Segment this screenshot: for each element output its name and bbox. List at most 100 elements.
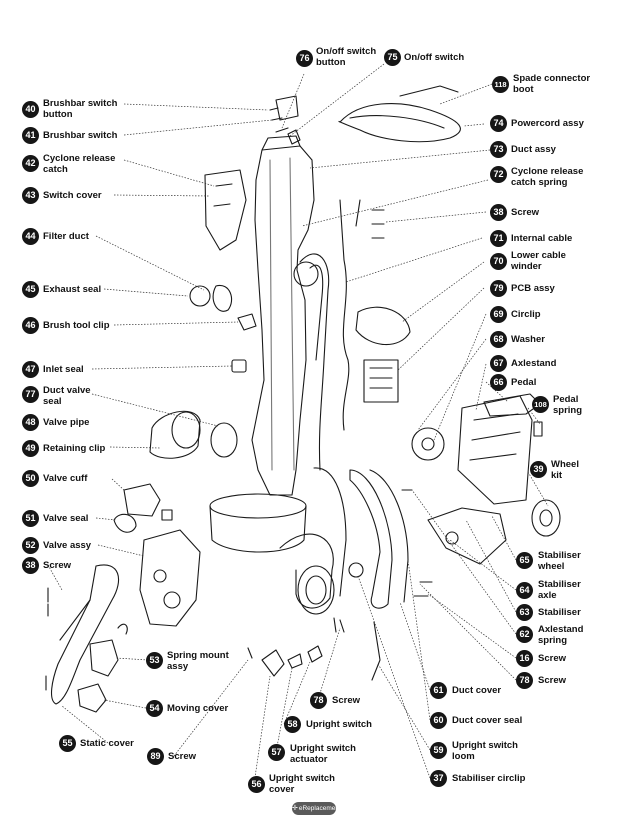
callout-number: 53	[146, 652, 163, 669]
callout-number: 62	[516, 626, 533, 643]
valve-seal	[113, 513, 137, 533]
lower-cable-winder	[355, 306, 411, 346]
part-label: Filter duct	[43, 231, 89, 242]
part-label: Spade connector boot	[513, 73, 591, 95]
callout-number: 61	[430, 682, 447, 699]
callout-number: 47	[22, 361, 39, 378]
part-label: Valve pipe	[43, 417, 90, 428]
callout-number: 77	[22, 386, 39, 403]
callout-number: 41	[22, 127, 39, 144]
wheel-left	[411, 427, 445, 461]
callout-number: 66	[490, 374, 507, 391]
wheel-kit	[531, 499, 561, 537]
callout-number: 118	[492, 76, 509, 93]
callout-number: 71	[490, 230, 507, 247]
stabiliser	[427, 507, 507, 565]
duct-valve-seal-ring	[210, 422, 238, 458]
part-label: Duct valve seal	[43, 385, 91, 407]
callout-number: 72	[490, 166, 507, 183]
part-label: Upright switch loom	[452, 740, 518, 762]
callout-number: 16	[516, 650, 533, 667]
part-label: Duct cover	[452, 685, 502, 696]
part-label: Switch cover	[43, 190, 102, 201]
part-label: PCB assy	[511, 283, 555, 294]
static-cover	[50, 564, 120, 705]
upright-switch-cover	[261, 649, 285, 677]
part-label: Cyclone release catch spring	[511, 166, 584, 188]
callout-number: 76	[296, 50, 313, 67]
callout-number: 70	[490, 253, 507, 270]
part-label: Axlestand	[511, 358, 557, 369]
part-label: Cyclone release catch	[43, 153, 116, 175]
callout-number: 45	[22, 281, 39, 298]
callout-number: 50	[22, 470, 39, 487]
onoff-switch-button	[275, 95, 299, 121]
part-label: Brushbar switch	[43, 130, 118, 141]
callout-number: 75	[384, 49, 401, 66]
part-label: Internal cable	[511, 233, 573, 244]
duct-cover	[349, 469, 393, 609]
part-label: Stabiliser	[538, 607, 581, 618]
callout-number: 108	[532, 396, 549, 413]
callout-number: 54	[146, 700, 163, 717]
callout-number: 73	[490, 141, 507, 158]
part-label: Spring mount assy	[167, 650, 229, 672]
callout-number: 39	[530, 461, 547, 478]
callout-number: 40	[22, 101, 39, 118]
part-label: Duct assy	[511, 144, 556, 155]
callout-number: 74	[490, 115, 507, 132]
upright-body	[251, 145, 315, 496]
base-bowl	[209, 493, 307, 519]
part-label: Stabiliser axle	[538, 579, 581, 601]
callout-number: 51	[22, 510, 39, 527]
part-label: Stabiliser circlip	[452, 773, 526, 784]
crosshair-icon: ✛	[292, 805, 298, 812]
callout-number: 43	[22, 187, 39, 204]
part-label: Valve assy	[43, 540, 92, 551]
callout-number: 89	[147, 748, 164, 765]
callout-number: 57	[268, 744, 285, 761]
part-label: Screw	[43, 560, 71, 571]
duct-assy	[299, 253, 330, 471]
part-label: Circlip	[511, 309, 541, 320]
part-label: Pedal	[511, 377, 537, 388]
powercord-assy	[338, 103, 461, 143]
part-label: Wheel kit	[551, 459, 579, 481]
callout-number: 69	[490, 306, 507, 323]
part-label: Exhaust seal	[43, 284, 102, 295]
part-label: Duct cover seal	[452, 715, 523, 726]
spring-mount	[89, 639, 119, 677]
callout-number: 68	[490, 331, 507, 348]
part-label: Stabiliser wheel	[538, 550, 581, 572]
part-label: Upright switch	[306, 719, 372, 730]
part-label: Static cover	[80, 738, 134, 749]
part-label: Powercord assy	[511, 118, 584, 129]
part-label: Upright switch actuator	[290, 743, 356, 765]
internal-cable	[339, 199, 350, 431]
watermark-text: eReplacementParts	[298, 805, 356, 812]
part-label: Screw	[538, 653, 566, 664]
part-label: Screw	[511, 207, 539, 218]
part-label: Lower cable winder	[511, 250, 566, 272]
callout-number: 67	[490, 355, 507, 372]
callout-number: 78	[516, 672, 533, 689]
part-label: Pedal spring	[553, 394, 583, 416]
valve-pipe	[149, 410, 201, 459]
part-label: On/off switch button	[316, 46, 377, 68]
part-label: Valve seal	[43, 513, 89, 524]
callout-number: 59	[430, 742, 447, 759]
callout-number: 49	[22, 440, 39, 457]
callout-number: 58	[284, 716, 301, 733]
part-label: Axlestand spring	[538, 624, 584, 646]
part-label: Upright switch cover	[269, 773, 335, 795]
callout-number: 52	[22, 537, 39, 554]
axlestand	[457, 395, 533, 505]
callout-number: 56	[248, 776, 265, 793]
callout-number: 37	[430, 770, 447, 787]
rear-wheel	[297, 565, 335, 615]
callout-number: 63	[516, 604, 533, 621]
pcb-assy	[363, 359, 399, 403]
filter-duct	[204, 169, 247, 251]
